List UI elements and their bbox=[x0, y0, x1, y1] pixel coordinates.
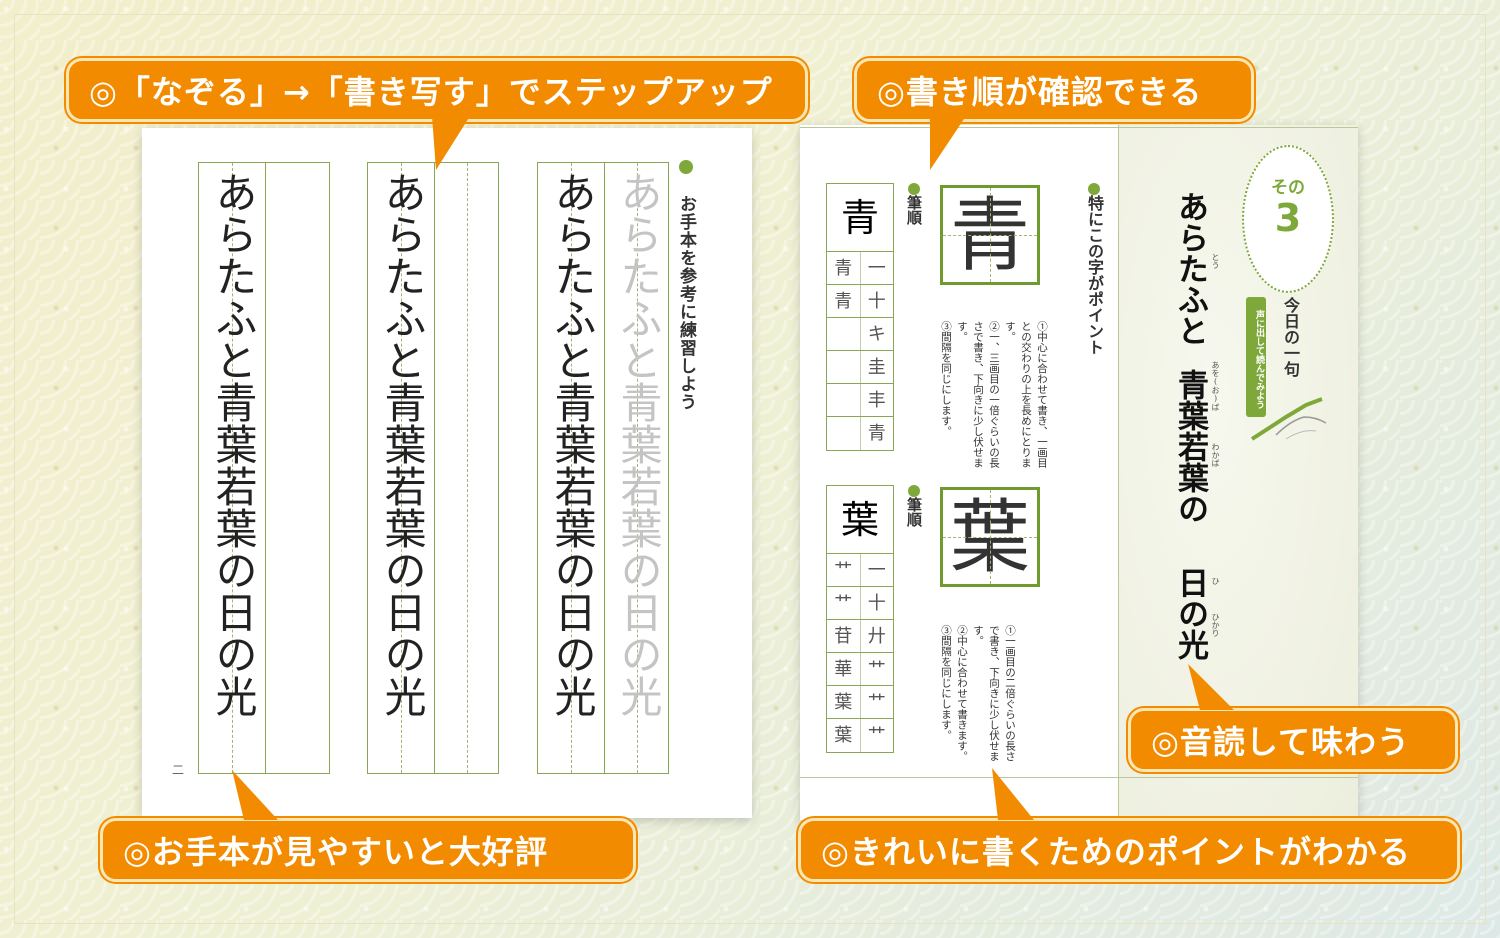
key-point-label: 特にこの字がポイント bbox=[1082, 183, 1106, 355]
callout-writing-points: ◎きれいに書くためのポイントがわかる bbox=[798, 818, 1460, 882]
callout-tail bbox=[432, 116, 470, 170]
callout-read-aloud: ◎音読して味わう bbox=[1128, 708, 1458, 772]
model-char-ha: 葉 bbox=[940, 487, 1040, 587]
practice-column-3: あらたふと青葉若葉の日の光 あらたふと青葉若葉の日の光 bbox=[537, 162, 669, 774]
ruby-wakaba: わかば bbox=[1211, 443, 1220, 467]
outer-frame bbox=[14, 14, 1486, 924]
bullet-icon bbox=[908, 183, 920, 195]
phrase-part-2: 青葉若葉の bbox=[1172, 369, 1208, 524]
table-row: 青一 bbox=[827, 252, 893, 285]
ruby-to: とう bbox=[1211, 253, 1220, 269]
todays-phrase-label: 今日の一句 bbox=[1281, 297, 1300, 377]
stroke-order-label: 筆順 bbox=[904, 183, 925, 225]
table-row: 青 bbox=[827, 417, 893, 450]
bullet-icon bbox=[908, 485, 920, 497]
notes-ao: ①中心に合わせて書き、一画目との交わりの上を長めにとります。 ②一、三画目の一倍… bbox=[940, 321, 1048, 468]
pen-hand-icon bbox=[1250, 397, 1327, 441]
notes-ha: ①一画目の二倍ぐらいの長さで書き、下向きに少し伏せます。 ②中心に合わせて書きま… bbox=[940, 625, 1016, 762]
model-text: あらたふと青葉若葉の日の光 bbox=[548, 171, 597, 717]
left-page: あらたふと青葉若葉の日の光 あらたふと青葉若葉の日の光 あらたふと青葉若葉の日の… bbox=[142, 128, 752, 818]
practice-column-1: あらたふと青葉若葉の日の光 bbox=[198, 162, 330, 774]
stroke-order-label: 筆順 bbox=[904, 485, 925, 527]
table-row: キ bbox=[827, 318, 893, 351]
read-aloud-badge: 声に出して読んでみよう bbox=[1246, 297, 1266, 417]
page-number: 二 bbox=[172, 763, 185, 777]
practice-column-2: あらたふと青葉若葉の日の光 bbox=[367, 162, 499, 774]
bullet-icon bbox=[1088, 183, 1100, 195]
stroke-order-table-ha: 葉 艹一 艹十 苷廾 華艹 葉艹 葉艹 bbox=[826, 485, 894, 753]
model-char-ao: 青 bbox=[940, 185, 1040, 285]
ruby-hi: ひ bbox=[1211, 577, 1220, 585]
table-row: 苷廾 bbox=[827, 620, 893, 653]
model-text: あらたふと青葉若葉の日の光 bbox=[378, 171, 427, 717]
table-row: 青十 bbox=[827, 285, 893, 318]
callout-tail bbox=[992, 768, 1034, 820]
callout-tail bbox=[232, 770, 278, 820]
callout-easy-to-see: ◎お手本が見やすいと大好評 bbox=[100, 818, 636, 882]
callout-trace-copy: ◎「なぞる」→「書き写す」でステップアップ bbox=[66, 58, 808, 122]
stroke-order-table-ao: 青 青一 青十 キ 圭 丰 青 bbox=[826, 183, 894, 451]
table-row: 葉艹 bbox=[827, 719, 893, 752]
ruby-aoba: あを(お)ば bbox=[1211, 361, 1220, 411]
callout-tail bbox=[1188, 664, 1234, 710]
bullet-icon bbox=[679, 160, 693, 174]
phrase-part-3: 日の光 bbox=[1172, 567, 1208, 660]
callout-tail bbox=[930, 116, 966, 170]
table-row: 艹十 bbox=[827, 587, 893, 620]
table-row: 丰 bbox=[827, 384, 893, 417]
table-row: 華艹 bbox=[827, 653, 893, 686]
phrase-part-1: あらたふと bbox=[1172, 191, 1208, 346]
model-text: あらたふと青葉若葉の日の光 bbox=[209, 171, 258, 717]
trace-text: あらたふと青葉若葉の日の光 bbox=[614, 171, 663, 717]
callout-stroke-order: ◎書き順が確認できる bbox=[854, 58, 1254, 122]
table-row: 艹一 bbox=[827, 554, 893, 587]
right-page: 青 青一 青十 キ 圭 丰 青 筆順 葉 艹一 艹十 苷廾 華艹 葉艹 葉艹 筆… bbox=[800, 125, 1358, 820]
lesson-number-badge: その 3 bbox=[1242, 145, 1334, 293]
ruby-hikari: ひかり bbox=[1211, 613, 1220, 637]
practice-heading: お手本を参考に練習しよう bbox=[674, 160, 699, 411]
table-row: 圭 bbox=[827, 351, 893, 384]
table-row: 葉艹 bbox=[827, 686, 893, 719]
